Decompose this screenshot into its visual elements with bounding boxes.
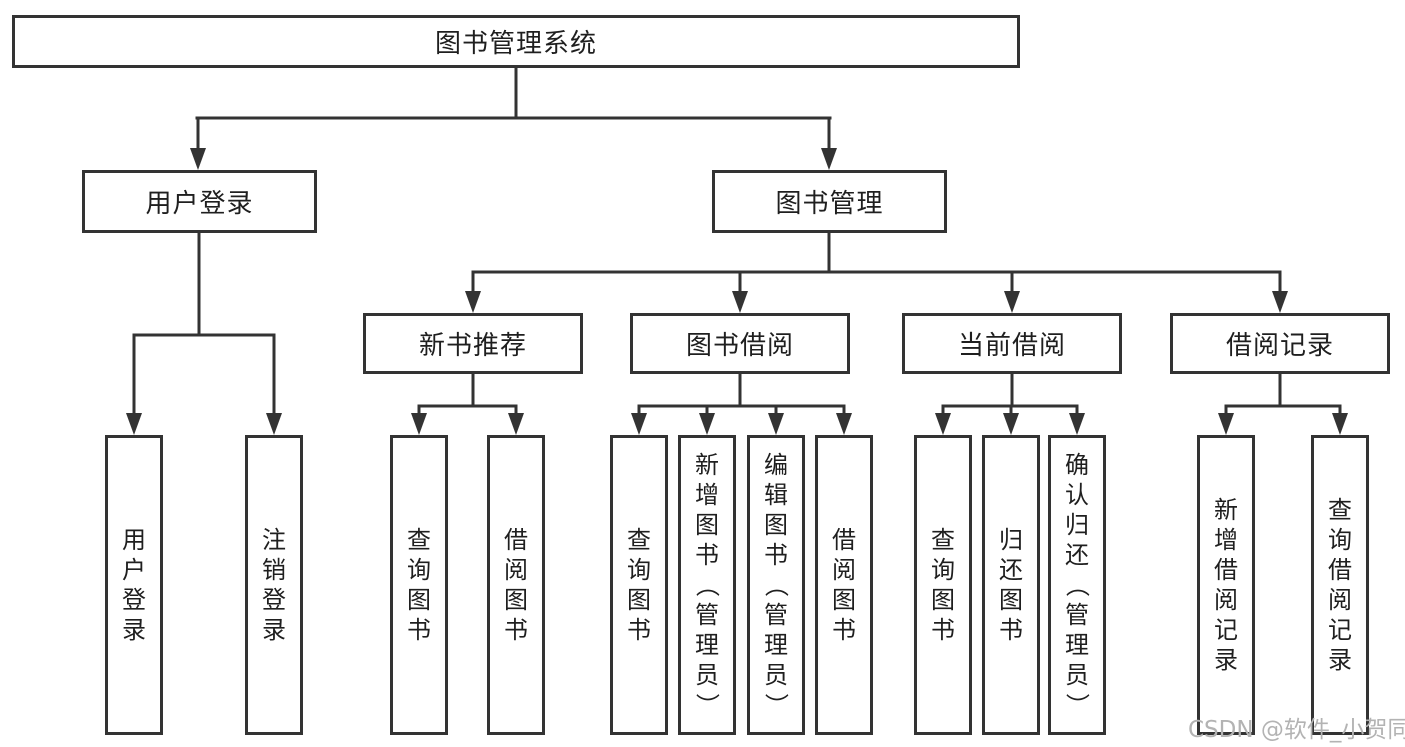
leaf-confirm-return-admin: 确认归还（管理员） bbox=[1048, 435, 1106, 735]
leaf-edit-books-admin: 编辑图书（管理员） bbox=[747, 435, 805, 735]
leaf-add-borrow-record: 新增借阅记录 bbox=[1197, 435, 1255, 735]
csdn-watermark: CSDN @软件_小贺同学 bbox=[1188, 717, 1405, 743]
leaf-borrow-books: 借阅图书 bbox=[815, 435, 873, 735]
leaf-query-books-borrow: 查询图书 bbox=[610, 435, 668, 735]
leaf-add-books-admin: 新增图书（管理员） bbox=[678, 435, 736, 735]
edge-level3-to-leaves bbox=[417, 372, 1342, 417]
node-borrow-records: 借阅记录 bbox=[1170, 313, 1390, 374]
edge-user-login-to-leaves bbox=[132, 231, 276, 417]
node-book-borrow: 图书借阅 bbox=[630, 313, 850, 374]
edge-root-to-level2 bbox=[195, 66, 832, 152]
node-user-login: 用户登录 bbox=[82, 170, 317, 233]
leaf-query-borrow-record: 查询借阅记录 bbox=[1311, 435, 1369, 735]
leaf-return-books: 归还图书 bbox=[982, 435, 1040, 735]
node-new-book-recommend: 新书推荐 bbox=[363, 313, 583, 374]
node-current-borrow: 当前借阅 bbox=[902, 313, 1122, 374]
leaf-query-books-current: 查询图书 bbox=[914, 435, 972, 735]
leaf-user-login: 用户登录 bbox=[105, 435, 163, 735]
node-library-system: 图书管理系统 bbox=[12, 15, 1020, 68]
arrowheads bbox=[126, 148, 1348, 435]
leaf-query-books-recommend: 查询图书 bbox=[390, 435, 448, 735]
edge-book-management-to-level3 bbox=[471, 231, 1282, 295]
leaf-borrow-books-recommend: 借阅图书 bbox=[487, 435, 545, 735]
node-book-management: 图书管理 bbox=[712, 170, 947, 233]
leaf-logout-login: 注销登录 bbox=[245, 435, 303, 735]
